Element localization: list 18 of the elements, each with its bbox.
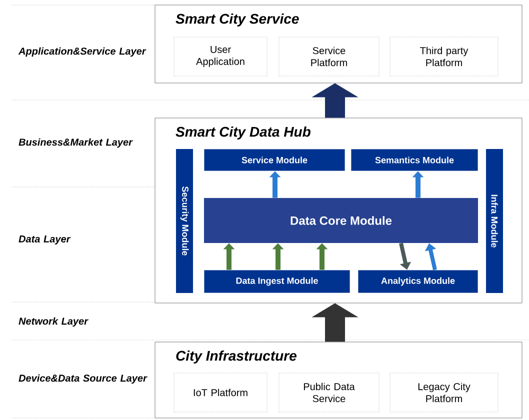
component-box: User Application — [174, 36, 268, 76]
layer-label: Business&Market Layer — [18, 138, 133, 148]
layer-label: Device&Data Source Layer — [18, 374, 148, 384]
layer-label: Application&Service Layer — [18, 47, 146, 57]
component-box: Legacy City Platform — [390, 372, 498, 412]
module-box: Security Module — [176, 149, 193, 293]
component-box: Third party Platform — [390, 36, 498, 76]
module-box: Analytics Module — [358, 270, 478, 294]
module-box: Service Module — [204, 148, 346, 172]
module-box: Data Ingest Module — [204, 270, 350, 294]
module-box: Semantics Module — [350, 148, 478, 172]
layer-label: Data Layer — [18, 236, 71, 244]
module-box: Infra Module — [486, 149, 503, 293]
module-box: Data Core Module — [204, 198, 478, 243]
component-box: Public Data Service — [278, 372, 380, 412]
layer-label: Network Layer — [18, 317, 88, 327]
component-box: Service Platform — [278, 36, 380, 76]
component-box: IoT Platform — [174, 372, 268, 412]
